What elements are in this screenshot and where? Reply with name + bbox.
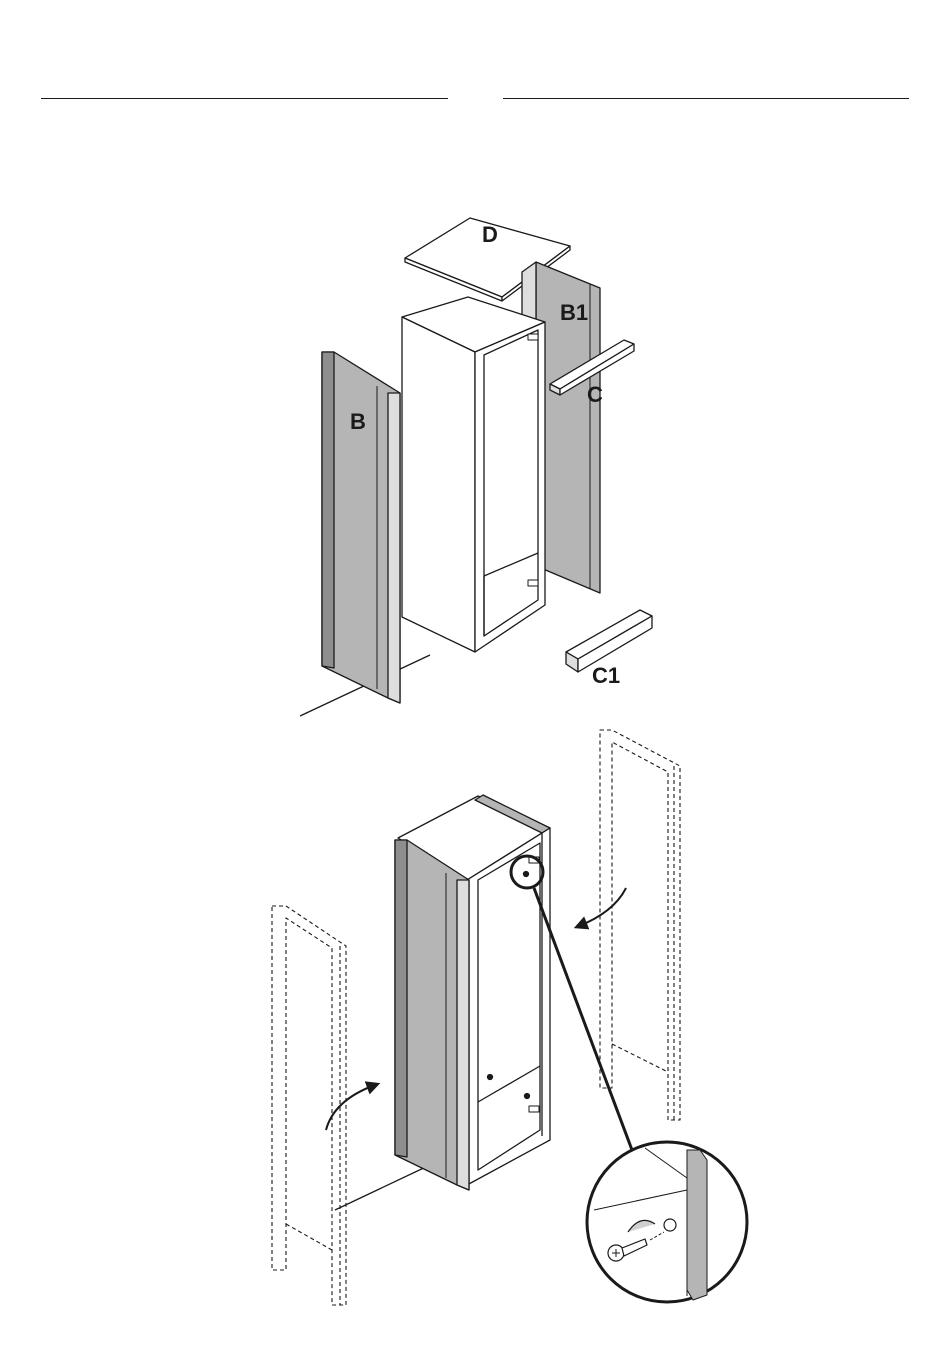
ghost-panel-right xyxy=(600,730,680,1120)
assembly-view xyxy=(272,730,747,1305)
label-d: D xyxy=(482,222,498,247)
side-panel-b xyxy=(322,352,400,703)
label-c1: C1 xyxy=(592,663,620,688)
rotate-arrow-icon xyxy=(579,888,626,926)
label-b: B xyxy=(350,409,366,434)
magnifier-callout xyxy=(587,1142,747,1302)
exploded-view xyxy=(300,218,652,716)
label-c: C xyxy=(587,382,603,407)
side-panel-fitted xyxy=(395,840,469,1190)
floor-line-step2 xyxy=(335,1165,430,1210)
label-b1: B1 xyxy=(560,300,588,325)
cabinet-carcass xyxy=(402,297,545,652)
rotate-arrow-icon xyxy=(326,1085,375,1130)
ghost-panel-left xyxy=(272,906,346,1305)
